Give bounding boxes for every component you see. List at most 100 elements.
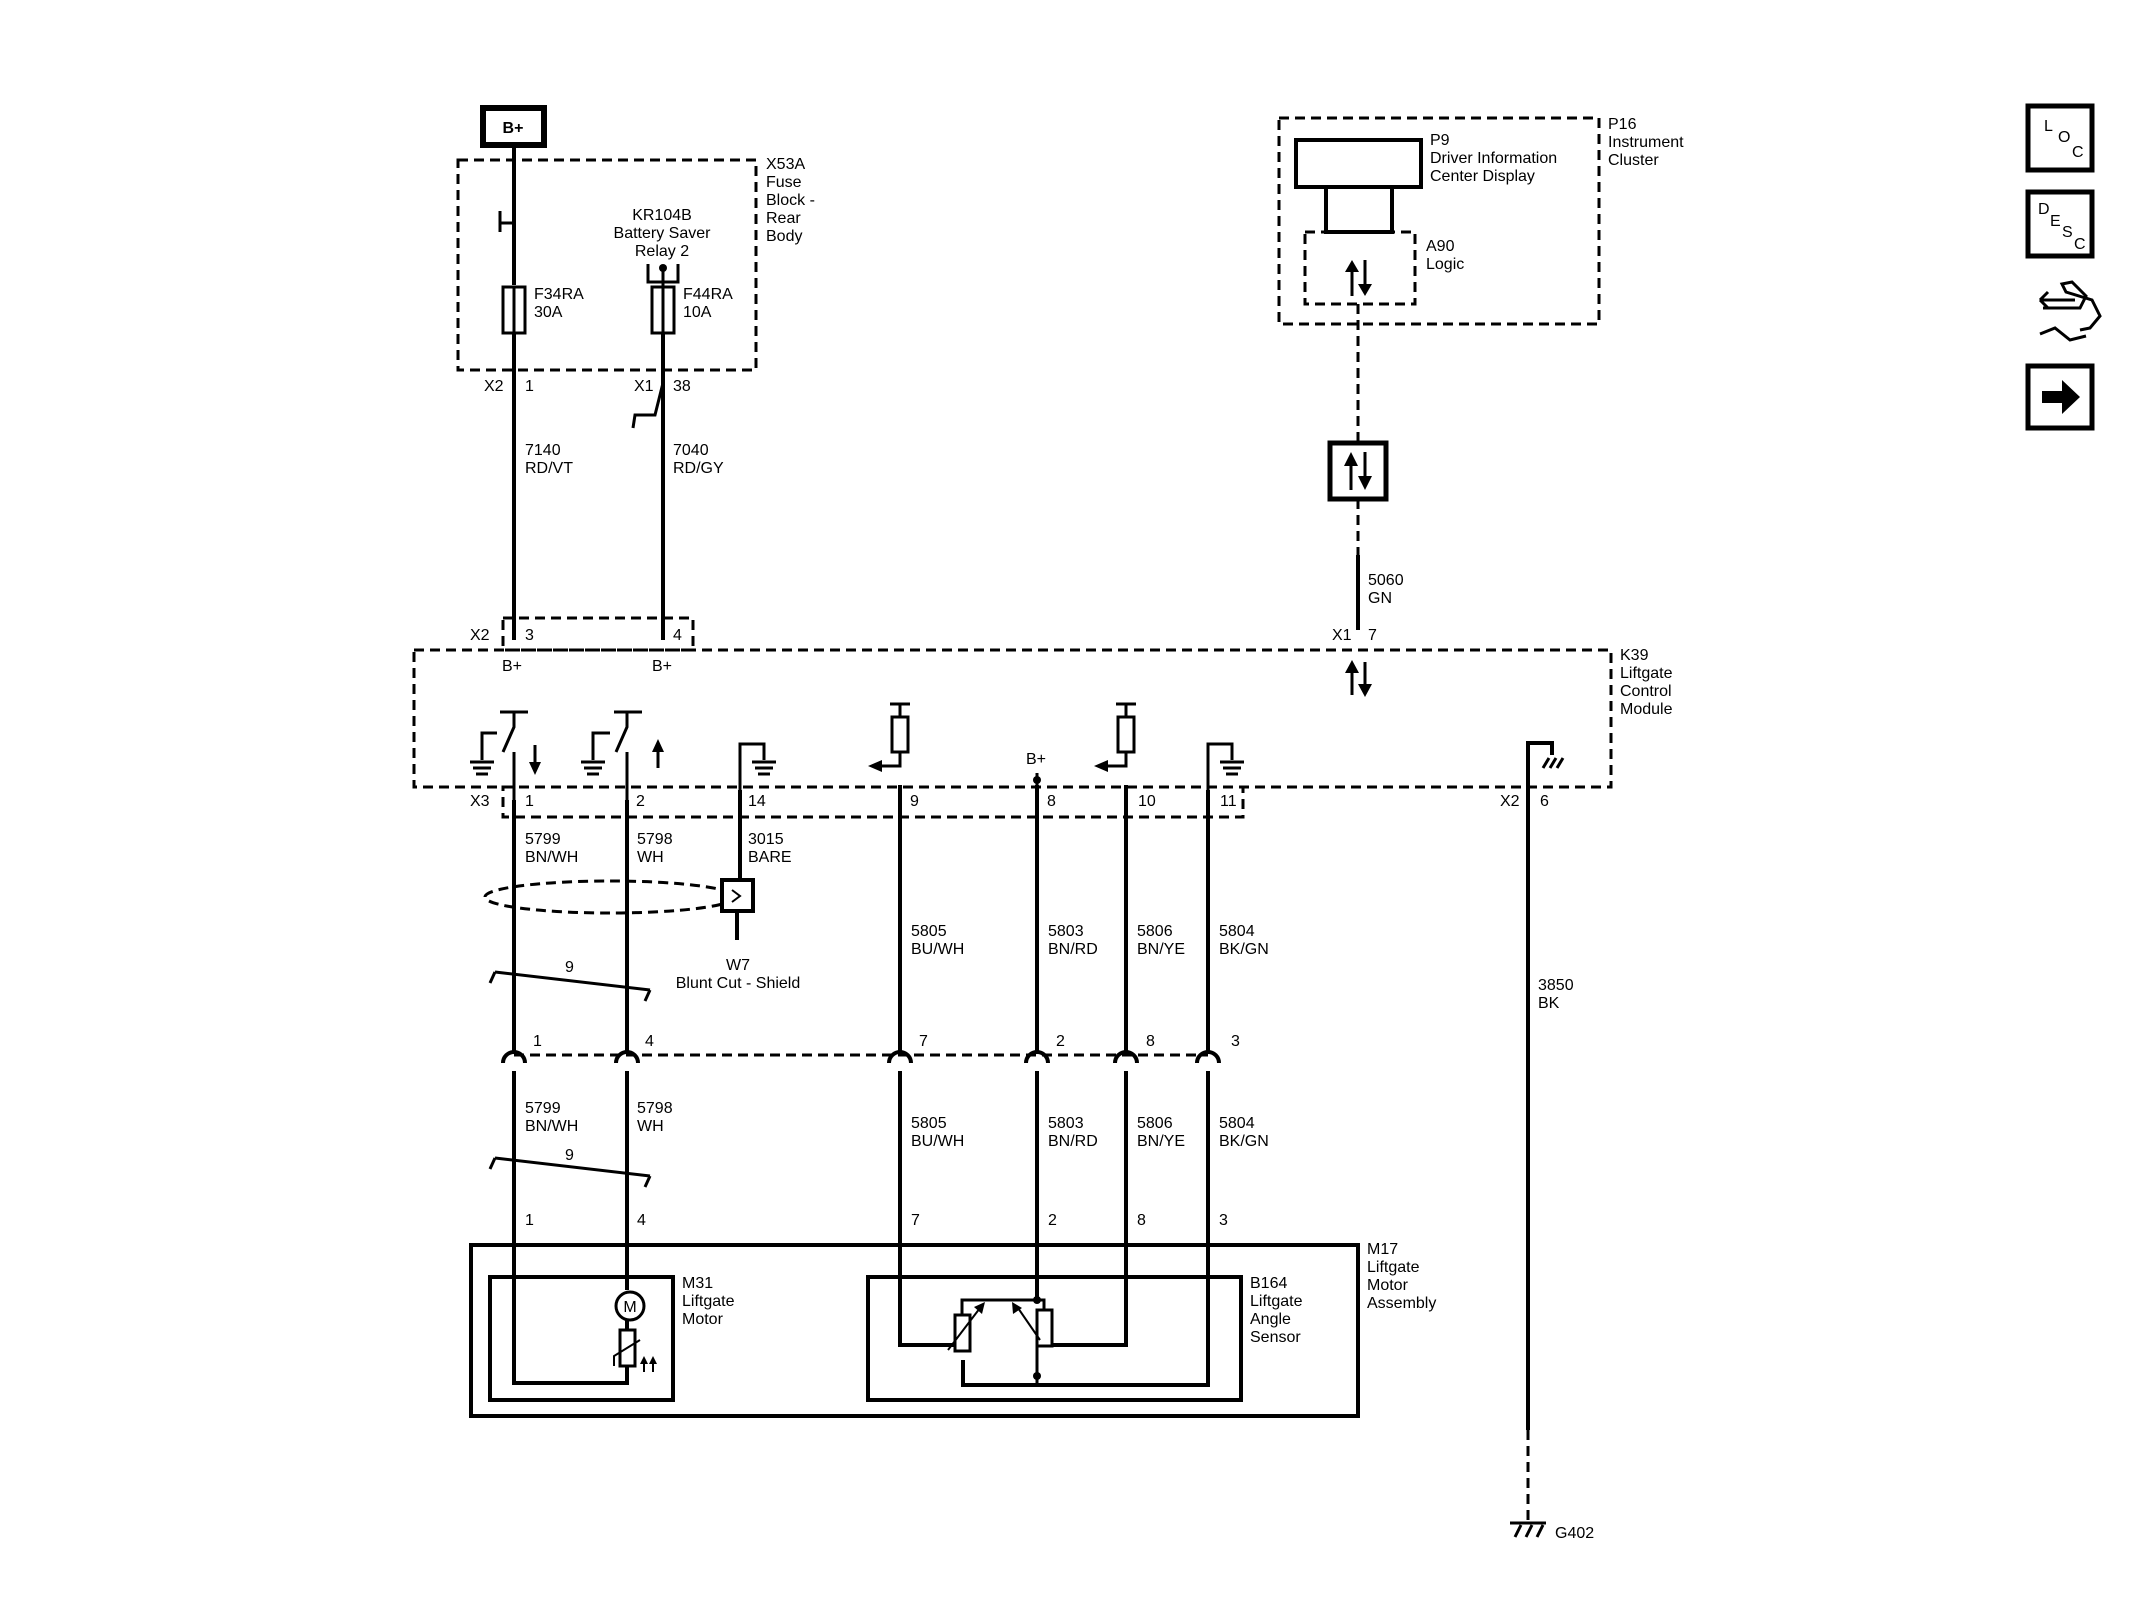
wire-5798-circuit: 5798 [637,831,673,848]
wire-low-5803-color: BN/RD [1048,1133,1098,1150]
module-pin-10: 10 [1138,793,1156,810]
battery-positive-source: B+ [480,105,547,148]
serial-data-symbol [1327,440,1389,502]
svg-text:Angle: Angle [1250,1311,1291,1328]
wire-5805-color: BU/WH [911,941,964,958]
serial-conn: X1 [1332,627,1352,644]
wire-7140-circuit: 7140 [525,442,561,459]
sensor-title: B164 Liftgate Angle Sensor [1250,1275,1303,1346]
fuse-pin-left: 1 [525,378,534,395]
fuse1-name: F34RA [534,286,584,303]
driver-info-display [1294,138,1423,189]
bidirectional-arrows-icon [1345,260,1372,296]
loc-letter-l: L [2044,118,2053,135]
fuse-conn-left: X2 [484,378,504,395]
description-button[interactable]: D E S C [2025,189,2095,259]
sensor-supply-9 [868,702,910,772]
next-arrow-button[interactable] [2025,363,2095,431]
wire-5803-color: BN/RD [1048,941,1098,958]
inline-pin-8: 8 [1146,1033,1155,1050]
bplus-label: B+ [503,120,524,137]
svg-text:Driver Information: Driver Information [1430,150,1557,167]
assembly-title: M17 Liftgate Motor Assembly [1367,1241,1436,1312]
svg-text:Module: Module [1620,701,1673,718]
motor-assembly-outline [469,1243,1360,1418]
wire-low-5804-color: BK/GN [1219,1133,1269,1150]
svg-text:Block -: Block - [766,192,815,209]
svg-text:Body: Body [766,228,802,245]
relay-contact-symbol [646,264,680,287]
next-arrow-icon [2042,380,2080,414]
serial-pin: 7 [1368,627,1377,644]
wire-7140-color: RD/VT [525,460,573,477]
svg-text:Cluster: Cluster [1608,152,1659,169]
module-pin-1: 1 [525,793,534,810]
module-pin-9: 9 [910,793,919,810]
inline-pin-2: 2 [1056,1033,1065,1050]
module-title: K39 Liftgate Control Module [1620,647,1673,718]
wire-3850-circuit: 3850 [1538,977,1574,994]
module-pin-14: 14 [748,793,766,810]
desc-letter-e: E [2050,213,2061,230]
svg-text:Logic: Logic [1426,256,1464,273]
ground-g402-icon [1510,1521,1546,1538]
inline-pin-3: 3 [1231,1033,1240,1050]
sensor-circuit [898,1245,1210,1387]
inline-pin-1: 1 [533,1033,542,1050]
liftgate-motor-outline [488,1275,675,1402]
assembly-pin-1: 1 [525,1212,534,1229]
wire-low-5806-color: BN/YE [1137,1133,1185,1150]
wire-low-5804-circuit: 5804 [1219,1115,1255,1132]
instrument-cluster-outline [1277,116,1601,326]
fuse-block-title: X53A Fuse Block - Rear Body [766,156,815,245]
module-bplus-sensor: B+ [1026,751,1046,768]
wire-5798-color: WH [637,849,664,866]
wire-low-5806-circuit: 5806 [1137,1115,1173,1132]
shield-desc: Blunt Cut - Shield [676,975,801,992]
svg-text:P9: P9 [1430,132,1450,149]
assembly-pin-4: 4 [637,1212,646,1229]
fuse2-name: F44RA [683,286,733,303]
logic-label: A90 Logic [1426,238,1464,273]
wire-5804-color: BK/GN [1219,941,1269,958]
svg-text:Control: Control [1620,683,1672,700]
logic-outline [1303,230,1417,306]
location-button[interactable]: L O C [2025,103,2095,173]
fuse-f34ra [501,285,527,335]
svg-text:Battery Saver: Battery Saver [614,225,712,242]
svg-text:Assembly: Assembly [1367,1295,1436,1312]
wire-low-5805-color: BU/WH [911,1133,964,1150]
loc-letter-o: O [2058,129,2070,146]
sensor-ground-11 [1206,742,1244,790]
wire-low-5805-circuit: 5805 [911,1115,947,1132]
module-pin4: 4 [673,627,682,644]
module-pin3: 3 [525,627,534,644]
sensor-potentiometer-2-icon [1035,1308,1054,1348]
module-serial-arrows-icon [1345,660,1372,697]
shield-drain-symbol [720,878,755,940]
inline-pin-7: 7 [919,1033,928,1050]
connector-tool-icon[interactable] [2038,280,2102,342]
motor-title: M31 Liftgate Motor [682,1275,735,1328]
svg-text:M31: M31 [682,1275,713,1292]
display-label: P9 Driver Information Center Display [1430,132,1557,185]
desc-letter-d: D [2038,201,2050,218]
harness-wires [512,785,1530,1520]
wire-7040-color: RD/GY [673,460,724,477]
module-pin-6: 6 [1540,793,1549,810]
splice-hook-symbol [498,211,514,232]
twisted-pair-marker-2: 9 [488,1147,652,1188]
svg-text:Motor: Motor [682,1311,724,1328]
wire-5060-color: GN [1368,590,1392,607]
wire-5805-circuit: 5805 [911,923,947,940]
motor-circuit: M [512,1245,657,1385]
svg-text:Rear: Rear [766,210,801,227]
svg-text:Liftgate: Liftgate [682,1293,735,1310]
inline-pin-4: 4 [645,1033,654,1050]
assembly-pin-2: 2 [1048,1212,1057,1229]
module-x3-label: X3 [470,793,490,810]
cluster-title: P16 Instrument Cluster [1608,116,1684,169]
module-ground-symbol [1526,741,1565,790]
connector-break-symbol [631,382,665,429]
fuse-block-outline [456,158,758,372]
